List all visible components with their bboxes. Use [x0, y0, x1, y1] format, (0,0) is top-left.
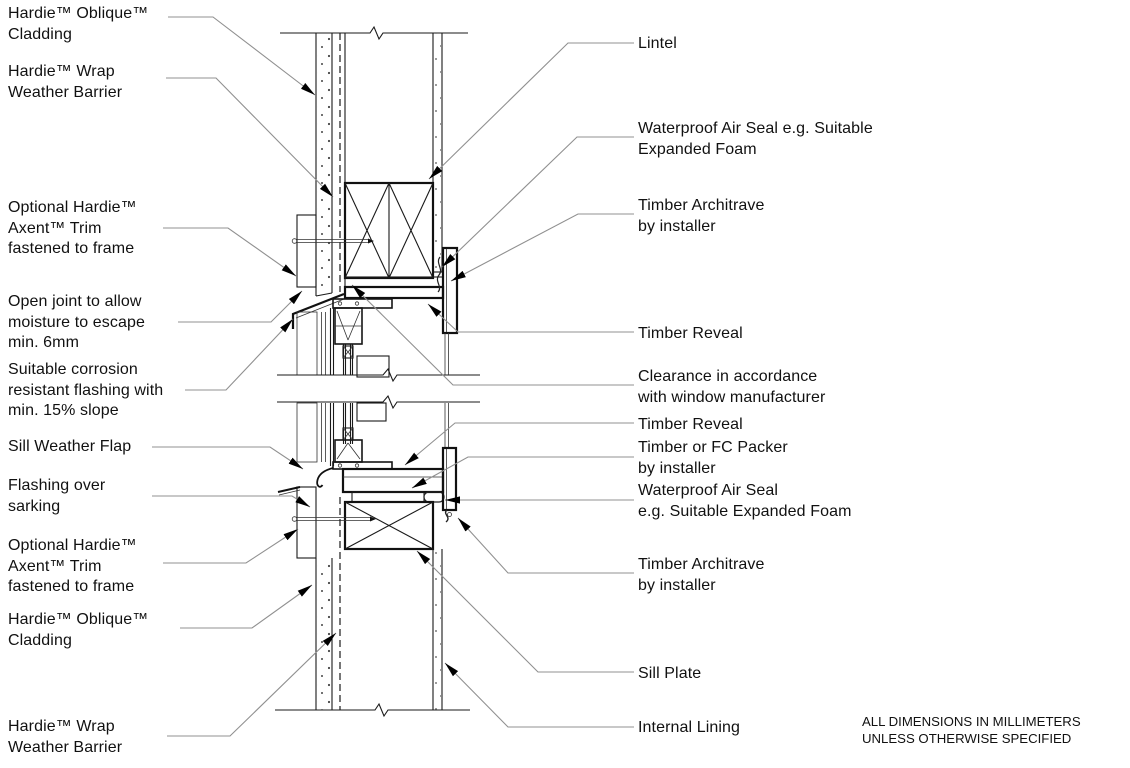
leader-lintel [428, 42, 634, 180]
axent-trim-bottom-block [296, 486, 317, 559]
trim-screw-bottom [291, 516, 376, 522]
cladding-top-section [315, 33, 333, 297]
jamb-reveal-edge [444, 333, 449, 448]
sill-reveal-board [341, 467, 445, 494]
internal-lining-bottom [432, 549, 443, 710]
window-sill-frame [332, 439, 393, 470]
leader-corrosion-flashing [185, 318, 294, 391]
label-reveal-sill: Timber Reveal [638, 416, 743, 433]
trim-screw-top [291, 238, 374, 244]
axent-trim-top-block [296, 214, 317, 288]
leader-lines [152, 16, 634, 737]
leader-internal-lining [444, 662, 634, 728]
leader-reveal-sill [404, 422, 634, 466]
cut-line-bottom [275, 702, 470, 718]
exterior-trim-panel [296, 311, 326, 463]
leader-wrap-top [166, 77, 334, 198]
leader-wrap-bottom [167, 632, 337, 737]
label-internal-lining: Internal Lining [638, 719, 741, 736]
lintel-block [343, 181, 435, 280]
leader-architrave-sill [457, 517, 634, 574]
internal-lining-top [432, 33, 443, 273]
leader-cladding-bottom [180, 584, 313, 629]
sill-architrave [441, 446, 458, 523]
leader-packer [411, 456, 634, 489]
sarking-flashing [277, 486, 301, 496]
cladding-bottom-section [315, 558, 333, 710]
label-lintel: Lintel [638, 35, 677, 52]
leader-sill-weather-flap [152, 446, 304, 470]
leader-open-joint [178, 290, 303, 323]
glazing-unit [342, 344, 354, 444]
sill-plate-block [343, 500, 435, 551]
sill-weather-flap-hook [316, 467, 334, 488]
window-head-frame [332, 298, 393, 345]
label-sill-weather-flap: Sill Weather Flap [8, 438, 132, 455]
head-air-seal-foam [436, 256, 442, 293]
leader-cladding-top [168, 16, 316, 96]
head-flashing [291, 292, 345, 329]
leader-axent-trim-bottom [163, 528, 299, 564]
break-lines [277, 367, 480, 410]
sill-air-seal-foam [423, 491, 445, 503]
leader-air-seal-head [441, 136, 634, 268]
leader-reveal-head [427, 303, 634, 333]
leader-sill-plate [416, 550, 634, 673]
leader-clearance [351, 284, 634, 386]
sill-packer-board [351, 491, 425, 503]
cut-line-top [280, 25, 468, 41]
sill-liner-block [356, 402, 387, 422]
leader-architrave-head [450, 213, 634, 282]
frame-exterior-face [329, 308, 335, 466]
leader-flashing-sarking [152, 495, 311, 508]
label-reveal-head: Timber Reveal [638, 325, 743, 342]
head-liner-block [356, 355, 390, 378]
label-sill-plate: Sill Plate [638, 665, 702, 682]
leader-axent-trim-top [163, 227, 297, 277]
